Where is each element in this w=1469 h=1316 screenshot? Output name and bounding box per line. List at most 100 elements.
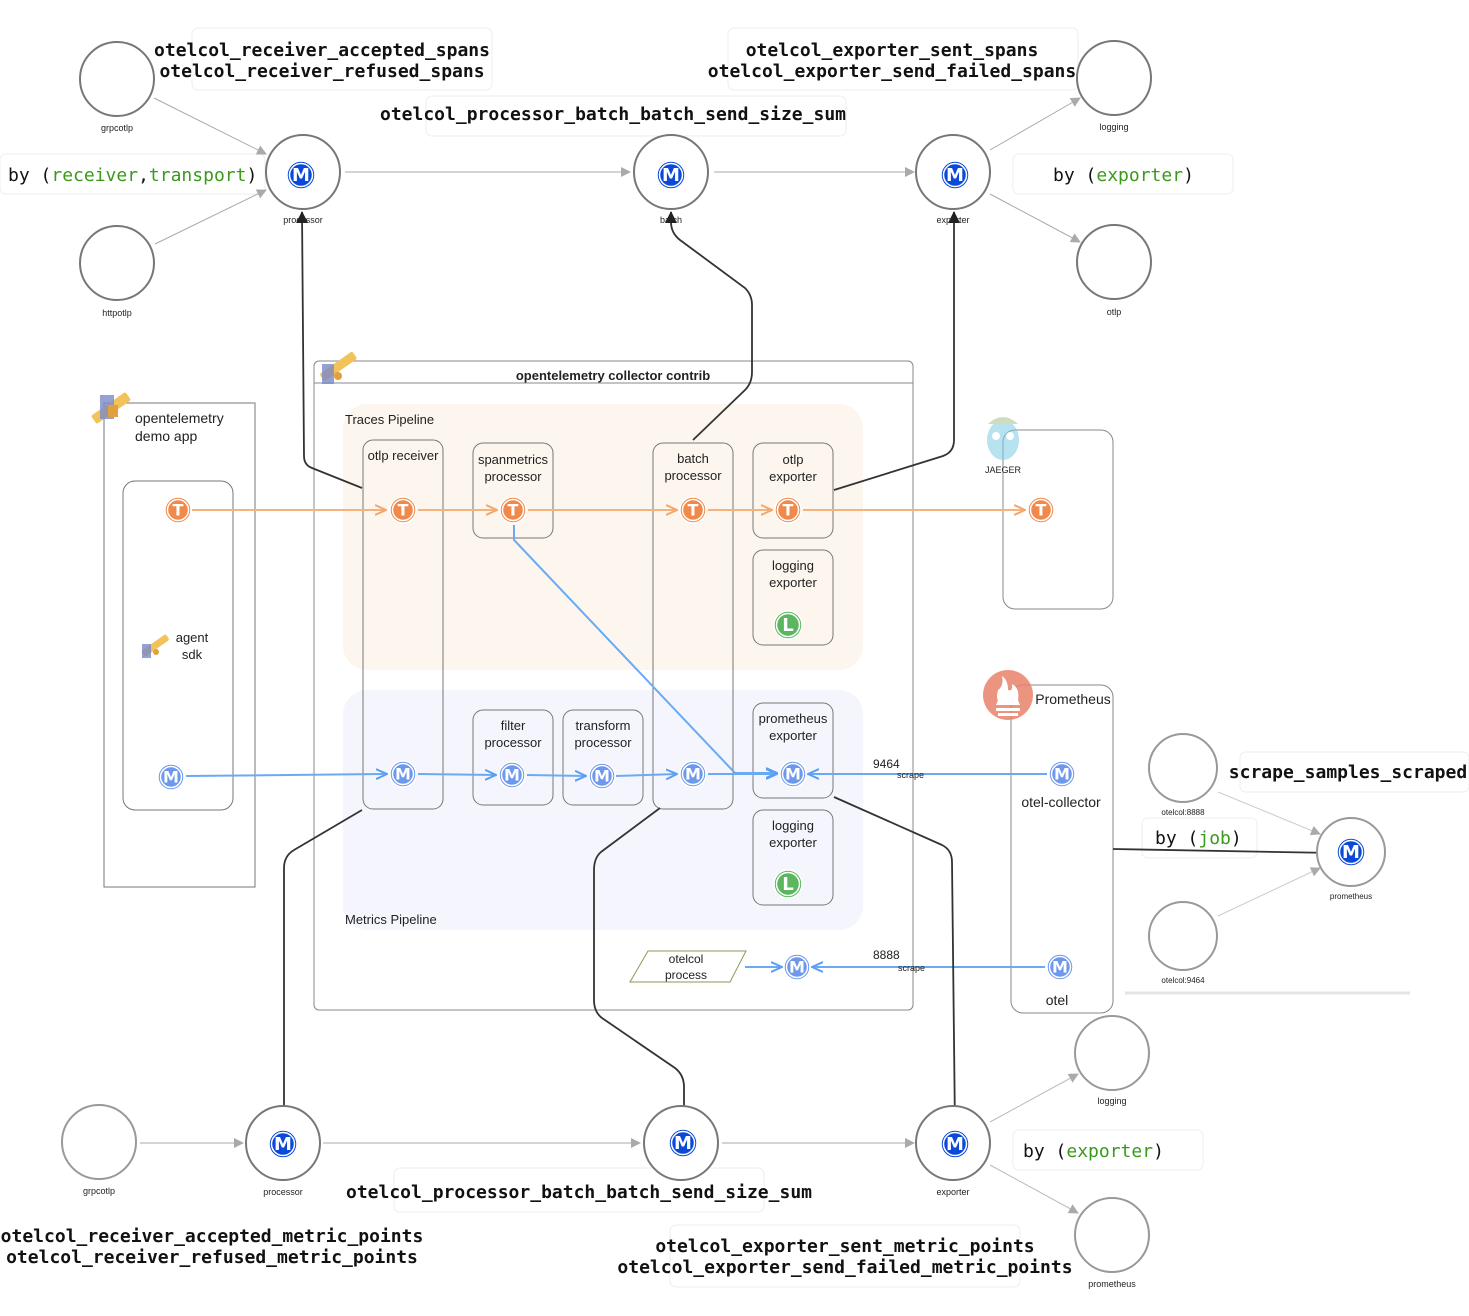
exporter-label-bottom: exporter [936, 1187, 969, 1197]
metric-icon-badge [668, 1128, 698, 1158]
metric-icon: M [940, 160, 970, 190]
log-icon-ring [775, 612, 801, 638]
metric-icon-badge [779, 760, 807, 788]
metric-icon-badge [268, 1129, 298, 1159]
otel-label: otel [1046, 992, 1069, 1008]
grpcotlp-label: grpcotlp [101, 123, 133, 133]
otlp-label: otlp [1107, 307, 1122, 317]
metric-icon: M [1336, 837, 1366, 867]
trace-icon: T [499, 496, 527, 524]
prometheus-exporter-box [752, 702, 834, 799]
by-exporter-bottom: by (exporter) [1023, 1141, 1164, 1162]
traces-pipeline-label: Traces Pipeline [345, 412, 434, 427]
prometheus-container: Prometheus otel-collector otel [983, 670, 1114, 1014]
metric-icon-letter: M [1342, 842, 1360, 863]
bottom-metrics-graph: grpcotlp M processor M M exporter loggin… [61, 1015, 1150, 1289]
metric-icon-letter: M [785, 764, 801, 783]
exporter-label: exporter [936, 215, 969, 225]
metric-icon-ring [590, 764, 614, 788]
metric-icon: M [588, 762, 616, 790]
filter-processor-box [472, 709, 554, 806]
metric-icon-ring [270, 1131, 296, 1157]
demo-app-container: opentelemetry demo app agent sdk [103, 402, 256, 888]
demo-app-title-2: demo app [135, 428, 197, 444]
logging-exporter-label-1: logging [772, 558, 814, 573]
trace-icon-badge [774, 496, 802, 524]
metric-icon-badge [679, 760, 707, 788]
metric-icon: M [1048, 760, 1076, 788]
metric-icon: M [779, 760, 807, 788]
logging-exporter-box-metrics [752, 809, 834, 906]
trace-icon-ring [166, 498, 190, 522]
telescope-icon [141, 634, 169, 658]
collector-container: opentelemetry collector contrib Traces P… [313, 360, 914, 1011]
metric-icon-letter: M [674, 1133, 692, 1154]
metric-icon-badge [1046, 953, 1074, 981]
logging-node [1076, 40, 1152, 116]
trace-icon-ring [501, 498, 525, 522]
prometheus-label-bottom: prometheus [1088, 1279, 1136, 1289]
otelcol-process-label-2: process [665, 968, 707, 982]
metric-icon: M [157, 763, 185, 791]
by-exporter-top: by (exporter) [1053, 165, 1194, 186]
metric-icon-letter: M [685, 764, 701, 783]
grpcotlp-node [79, 41, 155, 117]
jaeger-label: JAEGER [985, 465, 1022, 475]
processor-label: processor [283, 215, 323, 225]
metric-icon-letter: M [292, 165, 310, 186]
telescope-icon [320, 352, 357, 384]
metric-icon-badge [940, 1129, 970, 1159]
otlp-exporter-label-2: exporter [769, 469, 817, 484]
scrape-label-b: scrape [898, 963, 925, 973]
filter-label-2: processor [484, 735, 542, 750]
otelcol-9464-label: otelcol:9464 [1161, 976, 1205, 985]
log-icon-letter: L [782, 615, 793, 636]
metric-icon-letter: M [1052, 957, 1068, 976]
log-icon-ring [775, 871, 801, 897]
prometheus-exporter-label-2: exporter [769, 728, 817, 743]
transform-label-1: transform [576, 718, 631, 733]
metric-icon-letter: M [274, 1134, 292, 1155]
transform-processor-box [562, 709, 644, 806]
metric-icon: M [268, 1129, 298, 1159]
metric-icon-ring [681, 762, 705, 786]
metric-icon-ring [500, 763, 524, 787]
batch-processor-label-2: processor [664, 468, 722, 483]
trace-icon-ring [1029, 498, 1053, 522]
metric-icon-ring [391, 762, 415, 786]
otelcol-8888-node [1148, 733, 1218, 803]
agent-label-2: sdk [182, 647, 203, 662]
bottom-receiver-metric-2: otelcol_receiver_refused_metric_points [6, 1247, 418, 1268]
demo-app-title-1: opentelemetry [135, 410, 224, 426]
log-icon: L [773, 610, 803, 640]
top-batch-metric: otelcol_processor_batch_batch_send_size_… [380, 104, 846, 125]
spanmetrics-label-1: spanmetrics [478, 452, 549, 467]
metric-icon: M [940, 1129, 970, 1159]
grpcotlp-node-bottom [61, 1104, 137, 1180]
metric-icon-badge [1336, 837, 1366, 867]
port-9464-label: 9464 [873, 757, 900, 771]
metric-icon-ring [942, 162, 968, 188]
metric-icon-ring [785, 955, 809, 979]
trace-icon-badge [1027, 496, 1055, 524]
trace-icon-badge [164, 496, 192, 524]
metric-icon-ring [1050, 762, 1074, 786]
top-receiver-metric-2: otelcol_receiver_refused_spans [159, 61, 484, 82]
logging-exporter-box-traces [752, 549, 834, 646]
metric-icon-badge [656, 160, 686, 190]
trace-icon-ring [391, 498, 415, 522]
trace-icon: T [1027, 496, 1055, 524]
metrics-pipeline-label: Metrics Pipeline [345, 912, 437, 927]
scrape-samples-metric: scrape_samples_scraped [1229, 762, 1467, 783]
otelcol-process-label-1: otelcol [669, 952, 704, 966]
httpotlp-label: httpotlp [102, 308, 132, 318]
metric-icon-letter: M [946, 165, 964, 186]
metric-icon-letter: M [789, 957, 805, 976]
otlp-receiver-box [362, 439, 444, 810]
trace-icon-ring [776, 498, 800, 522]
metric-icon-badge [157, 763, 185, 791]
metric-icon: M [656, 160, 686, 190]
prometheus-node-bottom [1074, 1197, 1150, 1273]
metric-icon-ring [942, 1131, 968, 1157]
